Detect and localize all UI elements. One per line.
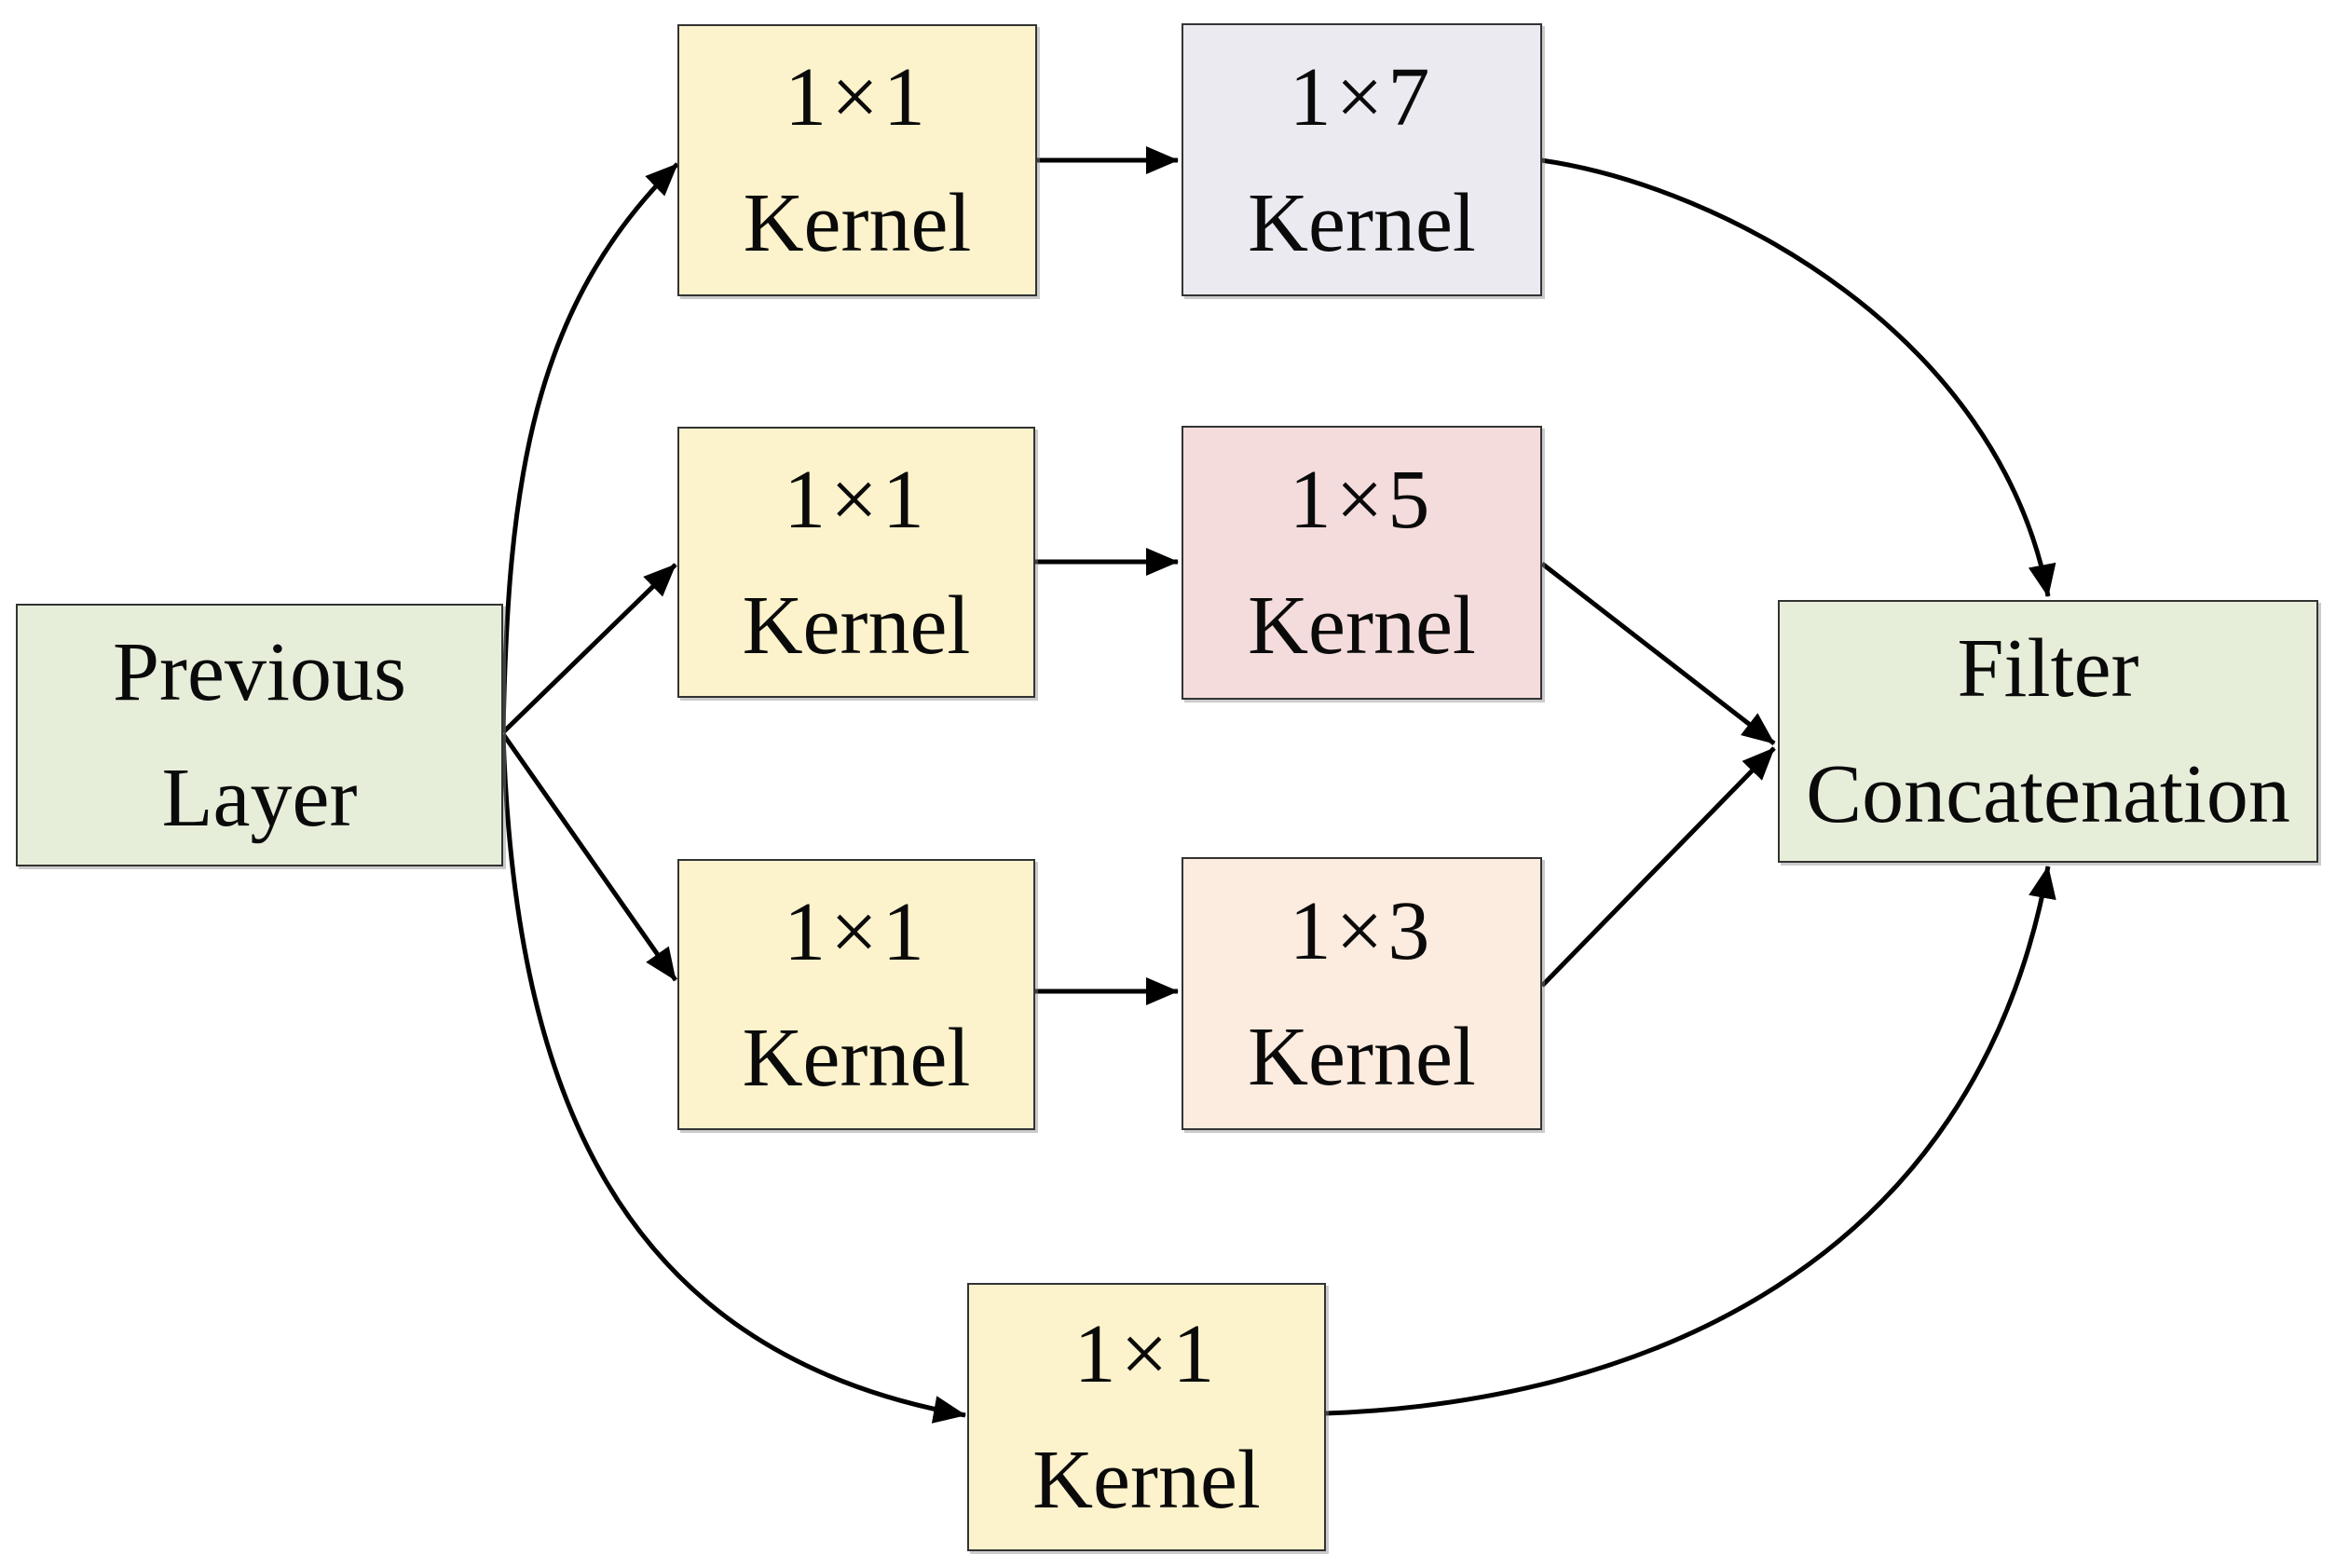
branch1-1x7-kernel-node: 1×7 Kernel [1182, 23, 1542, 296]
branch1-1x7-label-line1: 1×7 [1289, 50, 1435, 143]
branch4-1x1-label-line1: 1×1 [1073, 1308, 1220, 1400]
branch4-1x1-label-line2: Kernel [1032, 1434, 1261, 1526]
arrow-1x3-to-concat [1540, 746, 1776, 988]
branch2-1x5-kernel-node: 1×5 Kernel [1182, 426, 1542, 700]
filter-concatenation-label-line1: Filter [1957, 622, 2139, 715]
branch4-1x1-kernel-node: 1×1 Kernel [967, 1283, 1326, 1551]
branch3-1x3-label-line1: 1×3 [1289, 884, 1435, 977]
arrow-prev-to-branch1 [500, 162, 679, 734]
branch1-1x1-label-line1: 1×1 [785, 51, 930, 143]
branch2-1x5-label-line1: 1×5 [1289, 454, 1435, 546]
previous-layer-label-line1: Previous [113, 626, 406, 718]
arrow-prev-to-branch2 [501, 563, 677, 734]
branch3-1x1-kernel-node: 1×1 Kernel [677, 859, 1035, 1130]
arrow-prev-to-branch4 [500, 734, 966, 1424]
branch3-1x1-label-line2: Kernel [742, 1011, 971, 1104]
arrow-prev-to-branch3 [500, 732, 678, 982]
branch1-1x1-kernel-node: 1×1 Kernel [677, 24, 1037, 296]
branch3-1x3-kernel-node: 1×3 Kernel [1182, 857, 1542, 1130]
filter-concatenation-node: Filter Concatenation [1778, 600, 2318, 863]
previous-layer-label-line2: Layer [161, 752, 358, 844]
arrow-1x5-to-concat [1540, 562, 1776, 745]
previous-layer-node: Previous Layer [16, 604, 503, 866]
arrow-1x1-to-concat-bottom [1325, 866, 2056, 1416]
branch2-1x1-kernel-node: 1×1 Kernel [677, 427, 1035, 698]
branch3-1x3-label-line2: Kernel [1248, 1010, 1476, 1103]
branch2-1x1-label-line1: 1×1 [784, 453, 929, 546]
branch2-1x1-label-line2: Kernel [742, 579, 971, 672]
branch2-1x5-label-line2: Kernel [1248, 579, 1476, 672]
filter-concatenation-label-line2: Concatenation [1806, 748, 2290, 840]
branch3-1x1-label-line1: 1×1 [784, 885, 929, 978]
arrow-1x7-to-concat [1540, 157, 2056, 597]
branch1-1x7-label-line2: Kernel [1248, 176, 1476, 269]
branch1-1x1-label-line2: Kernel [743, 177, 972, 269]
